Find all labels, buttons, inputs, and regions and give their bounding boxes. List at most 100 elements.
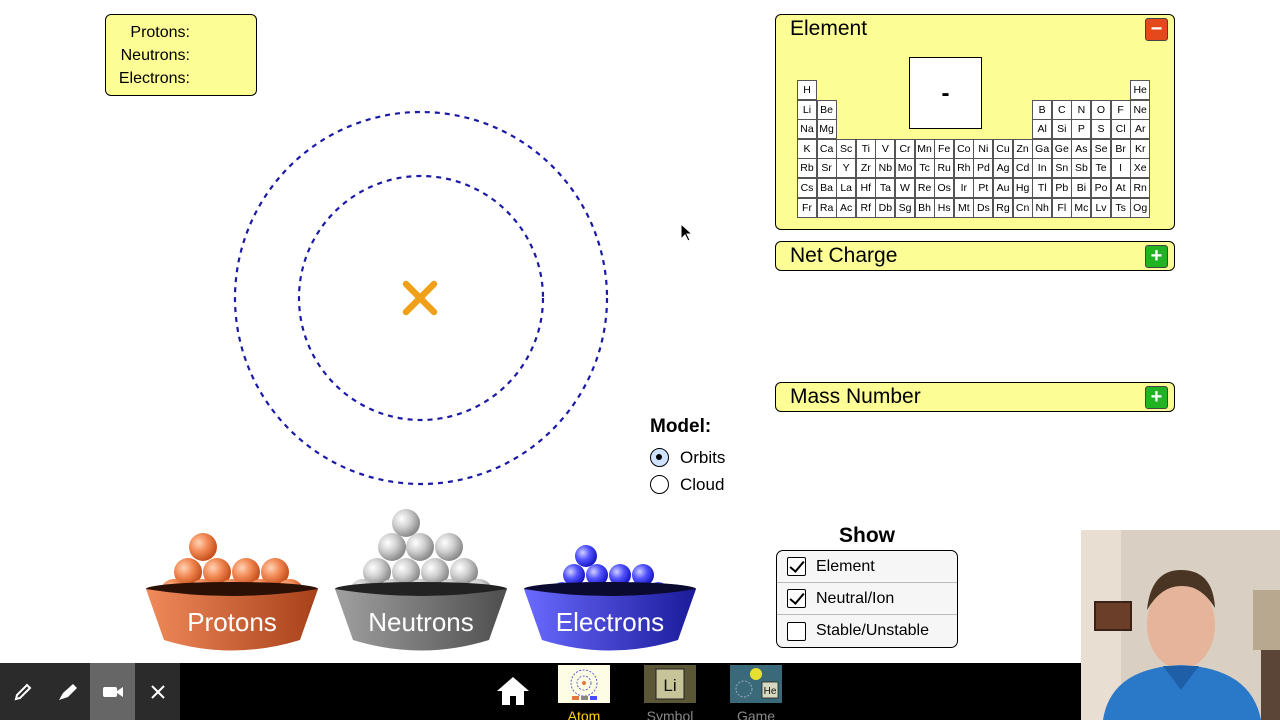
element-cell[interactable]: Li bbox=[797, 99, 817, 120]
element-cell[interactable]: Mn bbox=[914, 138, 935, 159]
element-cell[interactable]: Xe bbox=[1130, 158, 1151, 179]
game-screen-tab[interactable]: He Game bbox=[729, 665, 783, 720]
element-cell[interactable]: Pb bbox=[1051, 178, 1072, 198]
pen-tool-button[interactable] bbox=[0, 663, 45, 720]
element-cell[interactable]: Pd bbox=[973, 158, 994, 179]
element-cell[interactable]: Ga bbox=[1032, 138, 1053, 159]
element-cell[interactable]: Sr bbox=[816, 158, 837, 179]
element-cell[interactable]: Co bbox=[953, 138, 974, 159]
highlighter-tool-button[interactable] bbox=[45, 663, 90, 720]
expand-mass-number-button[interactable]: + bbox=[1145, 386, 1168, 409]
element-cell[interactable]: Og bbox=[1130, 197, 1151, 218]
element-cell[interactable]: Hf bbox=[855, 178, 876, 198]
show-element-checkbox[interactable] bbox=[787, 557, 806, 576]
element-cell[interactable]: Rh bbox=[953, 158, 974, 179]
element-cell[interactable]: P bbox=[1071, 119, 1092, 140]
show-neutral-ion-option[interactable]: Neutral/Ion bbox=[777, 583, 957, 615]
show-neutral-ion-checkbox[interactable] bbox=[787, 589, 806, 608]
element-cell[interactable]: Se bbox=[1091, 138, 1111, 159]
close-tool-button[interactable] bbox=[135, 663, 180, 720]
element-cell[interactable]: Rf bbox=[855, 197, 876, 218]
element-cell[interactable]: He bbox=[1130, 80, 1151, 100]
element-cell[interactable]: Ac bbox=[836, 197, 857, 218]
element-cell[interactable]: Cr bbox=[895, 138, 915, 159]
orbits-radio[interactable] bbox=[650, 448, 669, 467]
element-cell[interactable]: Sc bbox=[836, 138, 857, 159]
electrons-bucket[interactable]: Electrons bbox=[522, 505, 698, 657]
element-cell[interactable]: Sb bbox=[1071, 158, 1092, 179]
element-cell[interactable]: Cl bbox=[1110, 119, 1131, 140]
element-cell[interactable]: Tc bbox=[914, 158, 935, 179]
element-cell[interactable]: Ar bbox=[1130, 119, 1151, 140]
element-cell[interactable]: Ta bbox=[875, 178, 896, 198]
element-cell[interactable]: V bbox=[875, 138, 896, 159]
net-charge-panel[interactable]: Net Charge + bbox=[775, 241, 1175, 271]
mass-number-panel[interactable]: Mass Number + bbox=[775, 382, 1175, 412]
element-cell[interactable]: Os bbox=[934, 178, 955, 198]
element-cell[interactable]: Cn bbox=[1012, 197, 1033, 218]
element-cell[interactable]: Ag bbox=[993, 158, 1013, 179]
element-cell[interactable]: Ti bbox=[855, 138, 876, 159]
show-stable-unstable-option[interactable]: Stable/Unstable bbox=[777, 615, 957, 647]
element-cell[interactable]: Tl bbox=[1032, 178, 1053, 198]
element-cell[interactable]: Hg bbox=[1012, 178, 1033, 198]
element-cell[interactable]: W bbox=[895, 178, 915, 198]
element-cell[interactable]: Re bbox=[914, 178, 935, 198]
element-cell[interactable]: As bbox=[1071, 138, 1092, 159]
element-cell[interactable]: Cu bbox=[993, 138, 1013, 159]
element-cell[interactable]: Ba bbox=[816, 178, 837, 198]
expand-net-charge-button[interactable]: + bbox=[1145, 245, 1168, 268]
element-cell[interactable]: O bbox=[1091, 99, 1111, 120]
element-cell[interactable]: At bbox=[1110, 178, 1131, 198]
element-cell[interactable]: Mg bbox=[816, 119, 837, 140]
element-cell[interactable]: Ca bbox=[816, 138, 837, 159]
element-cell[interactable]: Cd bbox=[1012, 158, 1033, 179]
atom-view[interactable] bbox=[225, 103, 617, 495]
element-cell[interactable]: B bbox=[1032, 99, 1053, 120]
element-cell[interactable]: Po bbox=[1091, 178, 1111, 198]
element-cell[interactable]: Ds bbox=[973, 197, 994, 218]
symbol-screen-tab[interactable]: Li Symbol bbox=[643, 665, 697, 720]
show-element-option[interactable]: Element bbox=[777, 551, 957, 583]
element-cell[interactable]: Sn bbox=[1051, 158, 1072, 179]
element-cell[interactable]: C bbox=[1051, 99, 1072, 120]
element-cell[interactable]: In bbox=[1032, 158, 1053, 179]
element-cell[interactable]: Bi bbox=[1071, 178, 1092, 198]
element-cell[interactable]: Lv bbox=[1091, 197, 1111, 218]
element-cell[interactable]: Kr bbox=[1130, 138, 1151, 159]
element-cell[interactable]: N bbox=[1071, 99, 1092, 120]
element-cell[interactable]: Ru bbox=[934, 158, 955, 179]
element-cell[interactable]: Mt bbox=[953, 197, 974, 218]
model-option-orbits[interactable]: Orbits bbox=[650, 444, 725, 471]
element-cell[interactable]: Ni bbox=[973, 138, 994, 159]
element-cell[interactable]: Db bbox=[875, 197, 896, 218]
element-cell[interactable]: Mo bbox=[895, 158, 915, 179]
protons-bucket[interactable]: Protons bbox=[144, 505, 320, 657]
atom-screen-tab[interactable]: Atom bbox=[557, 665, 611, 720]
element-cell[interactable]: H bbox=[797, 80, 817, 100]
neutrons-bucket[interactable]: Neutrons bbox=[333, 505, 509, 657]
element-cell[interactable]: Nh bbox=[1032, 197, 1053, 218]
show-stable-unstable-checkbox[interactable] bbox=[787, 621, 806, 641]
element-cell[interactable]: Fl bbox=[1051, 197, 1072, 218]
element-cell[interactable]: S bbox=[1091, 119, 1111, 140]
collapse-element-button[interactable]: − bbox=[1145, 18, 1168, 41]
element-cell[interactable]: Zr bbox=[855, 158, 876, 179]
element-cell[interactable]: Te bbox=[1091, 158, 1111, 179]
element-cell[interactable]: Sg bbox=[895, 197, 915, 218]
element-cell[interactable]: Cs bbox=[797, 178, 817, 198]
element-cell[interactable]: La bbox=[836, 178, 857, 198]
element-cell[interactable]: Rg bbox=[993, 197, 1013, 218]
element-cell[interactable]: Au bbox=[993, 178, 1013, 198]
element-cell[interactable]: Rn bbox=[1130, 178, 1151, 198]
element-cell[interactable]: Ir bbox=[953, 178, 974, 198]
home-icon[interactable] bbox=[495, 675, 531, 707]
element-cell[interactable]: Pt bbox=[973, 178, 994, 198]
element-cell[interactable]: Rb bbox=[797, 158, 817, 179]
element-cell[interactable]: Zn bbox=[1012, 138, 1033, 159]
element-cell[interactable]: Fe bbox=[934, 138, 955, 159]
element-cell[interactable]: Be bbox=[816, 99, 837, 120]
element-cell[interactable]: Na bbox=[797, 119, 817, 140]
element-cell[interactable]: F bbox=[1110, 99, 1131, 120]
element-cell[interactable]: Fr bbox=[797, 197, 817, 218]
